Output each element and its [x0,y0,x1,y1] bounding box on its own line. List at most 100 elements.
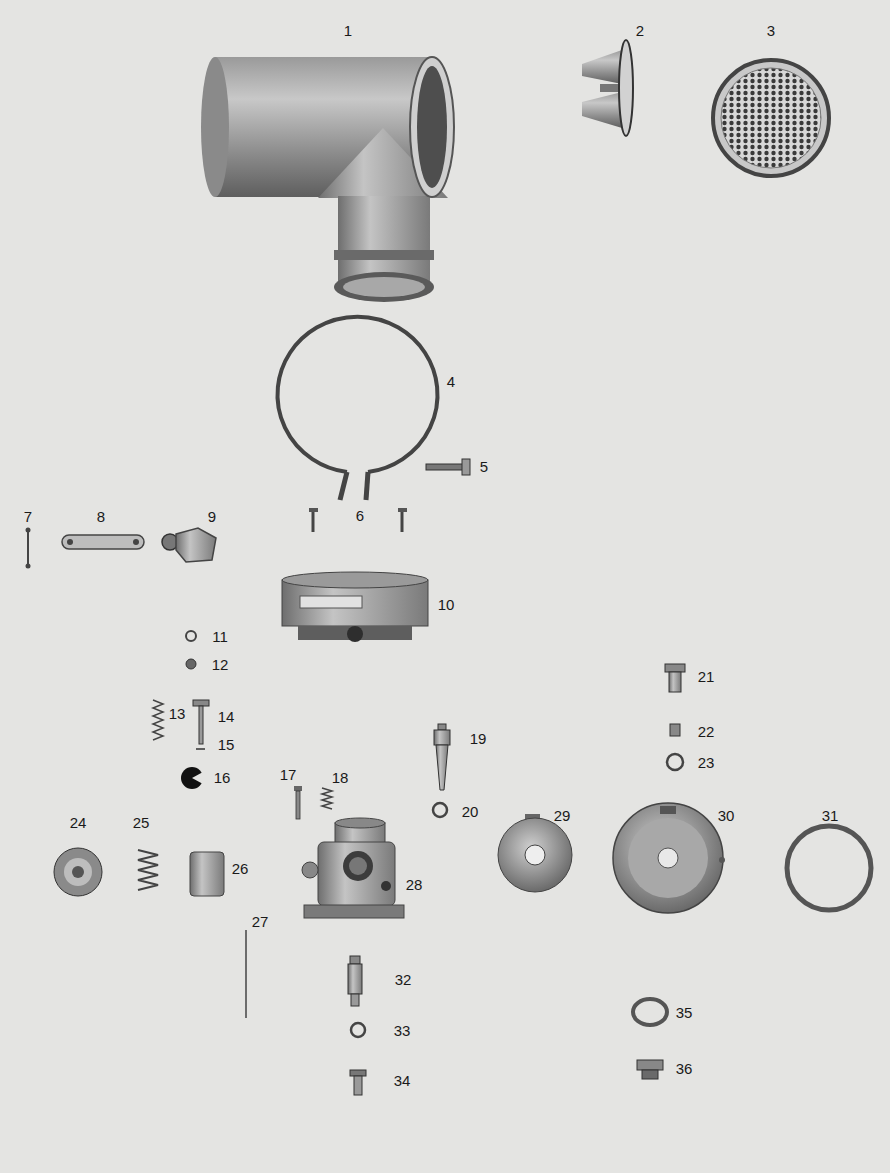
callout-number: 14 [218,709,235,724]
main-jet-shape [434,730,450,745]
float-bowl-shape [658,848,678,868]
callout-number: 9 [208,509,216,524]
lid-screws [309,508,407,532]
intake-funnel-shape [619,40,633,136]
pin [26,528,31,569]
callout-number: 19 [470,731,487,746]
plunger-shape [199,706,203,744]
callout-number: 21 [698,669,715,684]
callout-number: 4 [447,374,455,389]
needle-jet-shape [351,1023,365,1037]
top-cap-shape [54,848,102,896]
callout-number: 15 [218,737,235,752]
top-cap [54,848,102,896]
callout-number: 3 [767,23,775,38]
springs-shape [322,788,332,809]
link-plate-shape [67,539,73,545]
callout-number: 25 [133,815,150,830]
carburettor-body [302,818,404,918]
hose-clamp [278,317,438,500]
adjusting-screw-shape [296,791,300,819]
float-bowl-lid [498,814,572,892]
bowl-gasket-shape [787,826,871,910]
callout-number: 18 [332,770,349,785]
bowl-nut [633,999,667,1079]
carburettor-body-shape [335,818,385,828]
clamp-screw-shape [426,464,466,470]
callout-number: 2 [636,23,644,38]
banjo-fitting-shape [665,664,685,672]
callout-number: 1 [344,23,352,38]
main-jet-shape [436,745,448,790]
circlip [181,767,203,789]
callout-number: 32 [395,972,412,987]
air-filter-housing-shape [334,250,434,260]
float-bowl-lid-shape [498,818,572,892]
needle-jet-shape [350,1070,366,1076]
callout-number: 23 [698,755,715,770]
callout-number: 31 [822,808,839,823]
float-bowl-shape [660,806,676,814]
carburettor-body-shape [302,862,318,878]
callout-number: 29 [554,808,571,823]
callout-number: 22 [698,724,715,739]
banjo-fitting-shape [669,672,681,692]
callout-number: 26 [232,861,249,876]
lid-screws-shape [398,508,407,512]
carburettor-lid-shape [300,596,362,608]
callout-number: 10 [438,597,455,612]
link-plate [62,535,144,549]
carburettor-body-shape [318,842,395,906]
top-cap-shape [72,866,84,878]
callout-number: 30 [718,808,735,823]
air-filter-housing-shape [343,277,425,297]
callout-number: 11 [212,629,228,644]
callout-number: 28 [406,877,423,892]
carburettor-body-shape [343,851,373,881]
link-plate-shape [62,535,144,549]
callout-number: 5 [480,459,488,474]
plunger-shape [196,748,205,750]
top-cap-shape [64,858,92,886]
bowl-nut-shape [633,999,667,1025]
float-bowl-lid-shape [525,845,545,865]
banjo-fitting-shape [670,724,680,736]
carburettor-lid-shape [282,572,428,588]
needle-jet-shape [354,1076,362,1095]
hose-clamp-shape [278,317,438,472]
filter-screen [713,60,829,176]
hose-clamp-shape [366,472,368,500]
lid-screws-shape [312,512,315,532]
filter-screen-shape [721,68,821,168]
washers-shape [186,659,196,669]
adjusting-screw [294,786,302,819]
callout-number: 17 [280,767,297,782]
carburettor-lid-shape [347,626,363,642]
float-bowl-shape [628,818,708,898]
springs-shape [138,850,158,890]
callout-number: 24 [70,815,87,830]
callout-number: 8 [97,509,105,524]
carburettor-body-shape [349,857,367,875]
callout-number: 20 [462,804,479,819]
callout-number: 16 [214,770,231,785]
plunger [193,700,209,749]
float-bowl-shape [613,803,723,913]
bowl-gasket [787,826,871,910]
choke-lever [162,528,216,562]
springs [138,700,332,890]
callout-number: 34 [394,1073,411,1088]
air-filter-housing-shape [410,57,454,197]
needle-jet [348,956,366,1095]
throttle-slide [190,852,246,1018]
callout-number: 27 [252,914,269,929]
circlip-shape [192,772,203,784]
lid-screws-shape [401,512,404,532]
main-jet-shape [438,724,446,730]
callout-number: 12 [212,657,229,672]
needle-jet-shape [350,956,360,964]
air-filter-housing-shape [201,57,229,197]
pin-shape [26,564,31,569]
hose-clamp-shape [340,472,347,500]
